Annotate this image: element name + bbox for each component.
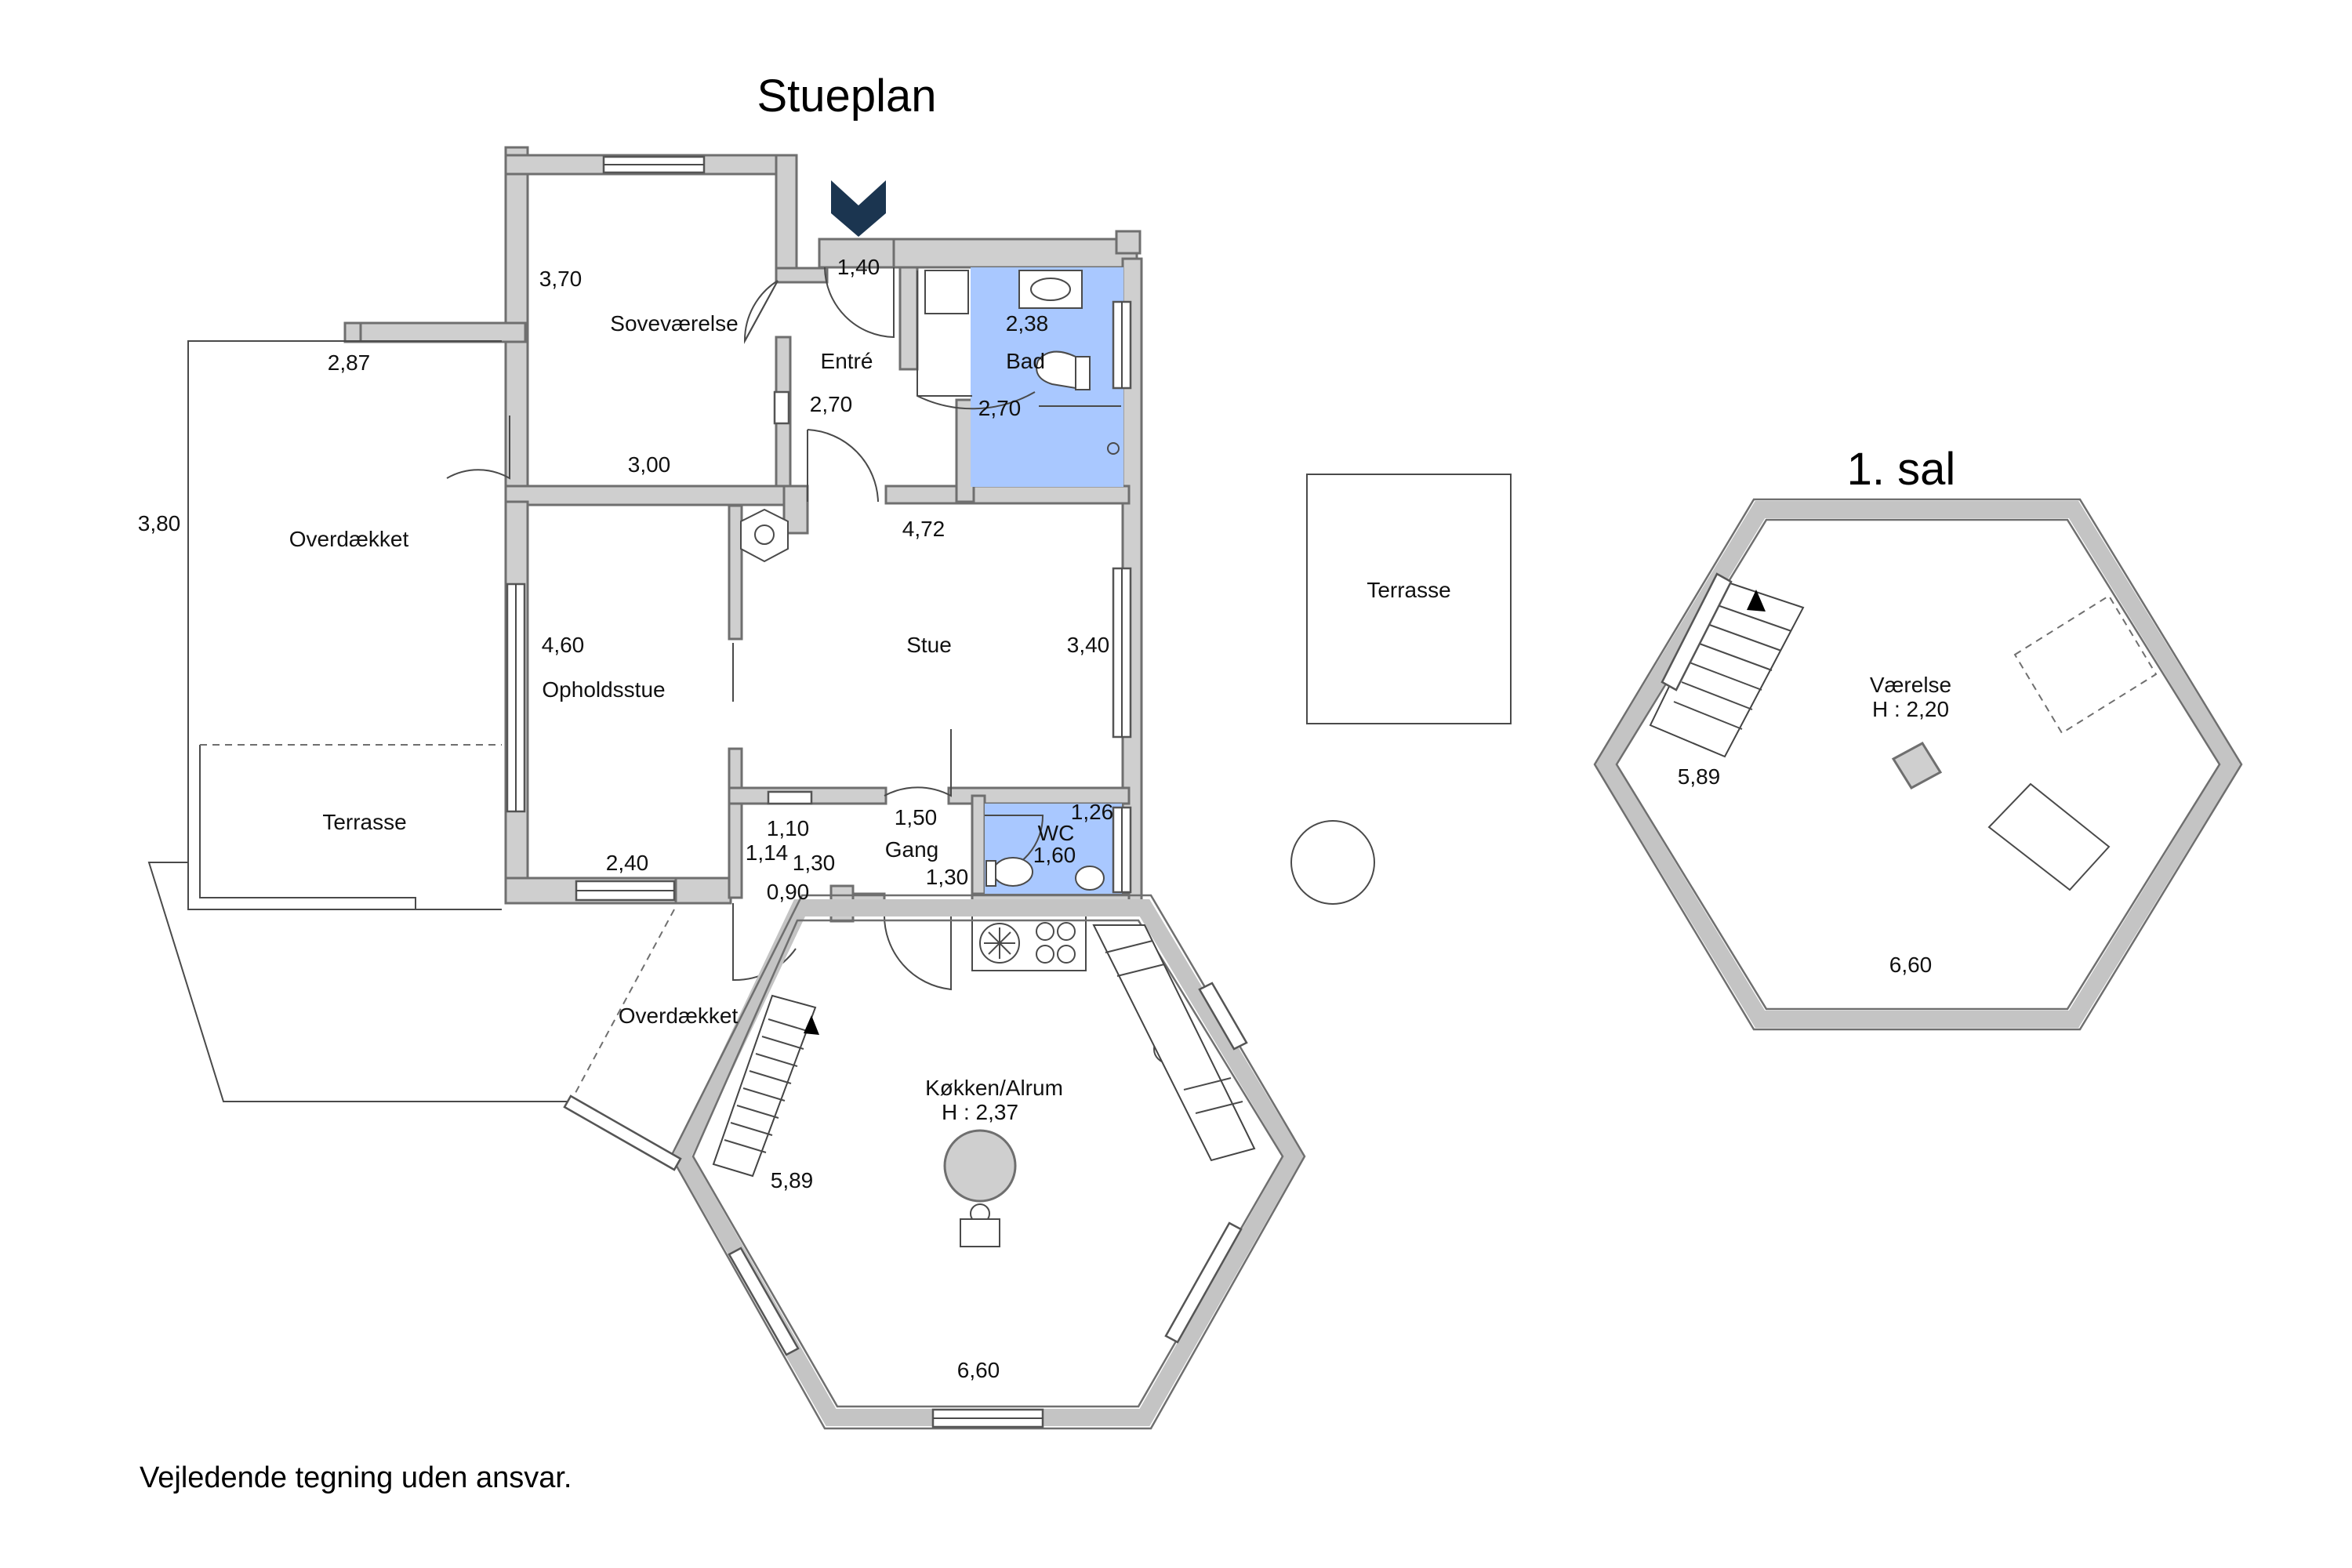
south-covered-porch [563,909,682,1171]
dimension-sal-bottom: 6,60 [1889,953,1933,977]
room-label-bad: Bad [1006,349,1045,373]
room-label-kokken: Køkken/Alrum [925,1076,1063,1100]
dimension-sal-side: 5,89 [1678,764,1721,789]
kitchen-hexagon [670,894,1306,1430]
fixtures [740,270,1375,1247]
dimension-overd-side: 3,80 [138,511,181,535]
room-label-terrasse-east: Terrasse [1367,578,1450,602]
staircase-icon [712,994,819,1178]
room-label-overdaekket-south: Overdækket [619,1004,739,1028]
room-height-kokken: H : 2,37 [942,1100,1018,1124]
dimension-wc-a: 1,26 [1071,800,1114,824]
dimension-entre-top: 1,40 [837,255,880,279]
room-label-entre: Entré [821,349,873,373]
dimension-wc-b: 1,60 [1033,843,1076,867]
entrance-chevron-icon [831,180,886,237]
dimension-gang-b: 1,14 [746,840,789,865]
dimension-kokken-side: 5,89 [771,1168,814,1192]
dimension-entre-side: 2,70 [810,392,853,416]
dimension-ophold-side: 4,60 [542,633,585,657]
dimension-gang-a: 1,10 [767,816,810,840]
first-floor-title: 1. sal [1847,444,1956,495]
room-label-wc: WC [1038,821,1075,845]
dimension-gang-f: 1,30 [926,865,969,889]
dimension-labels: 3,70 3,00 2,87 3,80 1,40 2,70 2,38 2,70 … [138,255,1933,1382]
room-labels: Soveværelse Entré Bad Overdækket Stue Op… [289,311,1951,1124]
dimension-sove-w: 3,70 [539,267,583,291]
dimension-sove-bottom: 3,00 [628,452,671,477]
disclaimer-note: Vejledende tegning uden ansvar. [140,1461,572,1494]
first-floor-hexagon [1593,498,2243,1031]
dimension-overd-top: 2,87 [328,350,371,375]
room-label-stue: Stue [906,633,952,657]
dimension-gang-e: 1,50 [895,805,938,829]
room-label-vaerelse: Værelse [1870,673,1951,697]
dimension-gang-d: 0,90 [767,880,810,904]
west-outdoor-area [147,340,571,1102]
dimension-gang-c: 1,30 [793,851,836,875]
staircase-icon [1649,579,1805,758]
room-label-overdaekket-west: Overdækket [289,527,409,551]
room-label-opholdsstue: Opholdsstue [542,677,665,702]
room-label-gang: Gang [885,837,939,862]
dimension-stue-top: 4,72 [902,517,946,541]
east-terrace [1306,474,1512,724]
dimension-stue-side: 3,40 [1067,633,1110,657]
room-label-sovevaerelse: Soveværelse [610,311,738,336]
room-label-terrasse-west: Terrasse [322,810,406,834]
room-height-vaerelse: H : 2,20 [1872,697,1949,721]
windows [506,155,1132,902]
dimension-kokken-bottom: 6,60 [957,1358,1000,1382]
dimension-ophold-bottom: 2,40 [606,851,649,875]
dimension-bad-top: 2,38 [1006,311,1049,336]
ground-floor-title: Stueplan [757,71,937,122]
dimension-bad-side: 2,70 [978,396,1022,420]
